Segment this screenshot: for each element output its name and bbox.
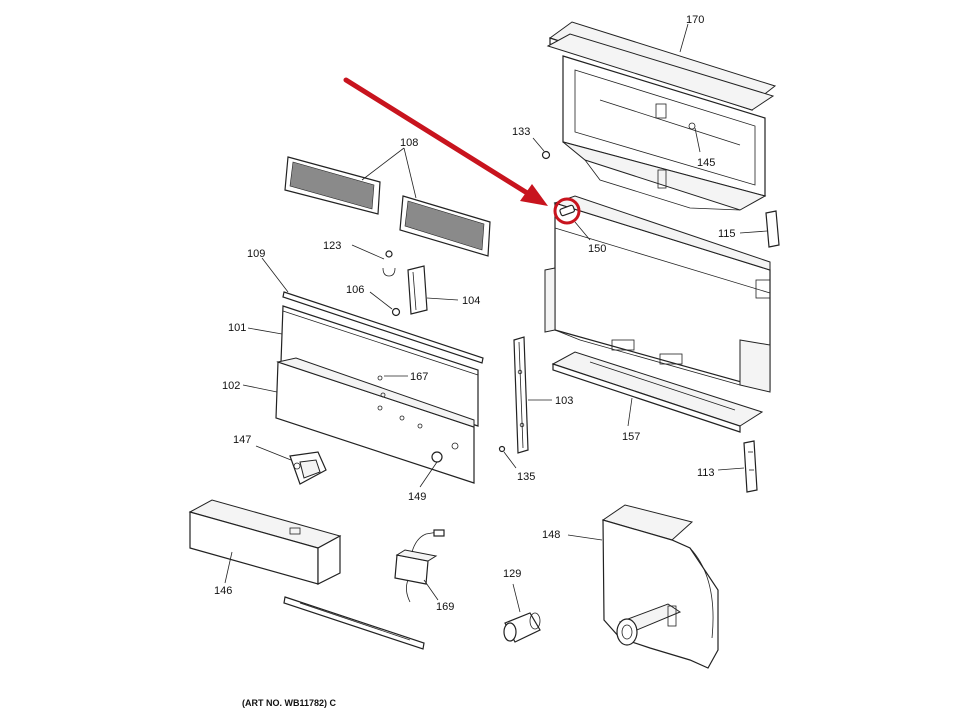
highlight-circle [553,197,581,225]
part-150-latch[interactable] [559,204,575,217]
part-109-strip[interactable] [282,291,484,364]
part-170-top-rail[interactable] [546,21,777,111]
part-150-main-chamber[interactable] [544,195,771,393]
callout-135: 135 [517,471,535,483]
part-102-lower-panel[interactable] [275,357,475,484]
callout-104: 104 [462,295,480,307]
part-104-bracket[interactable] [407,265,428,315]
part-108-filter-left[interactable] [284,156,381,215]
part-106-screw[interactable] [391,307,401,317]
part-169-capacitor[interactable] [394,529,445,603]
callout-147: 147 [233,434,251,446]
callout-113: 113 [697,467,715,479]
callout-108: 108 [400,137,418,149]
part-147-switch[interactable] [289,451,327,485]
callout-109: 109 [247,248,265,260]
part-146-duct[interactable] [188,499,342,585]
callout-145: 145 [697,157,715,169]
part-108-filter-right[interactable] [399,195,491,257]
part-101-upper-panel[interactable] [280,305,479,427]
callout-170: 170 [686,14,704,26]
art-number-caption: (ART NO. WB11782) C [242,698,337,708]
part-135-screw[interactable] [498,445,506,453]
part-133-screw[interactable] [541,150,551,160]
callout-169: 169 [436,601,454,613]
part-bottom-strip[interactable] [283,596,425,650]
part-129-cylinder[interactable] [503,612,541,643]
callout-102: 102 [222,380,240,392]
callout-123: 123 [323,240,341,252]
callout-150: 150 [588,243,606,255]
part-157-bottom-tray[interactable] [551,351,764,433]
part-103-channel[interactable] [513,336,529,454]
part-113-bracket[interactable] [743,440,758,493]
callout-167: 167 [410,371,428,383]
part-145-duct-housing[interactable] [562,55,767,211]
callout-157: 157 [622,431,640,443]
part-123-clip[interactable] [382,250,396,277]
part-115-bracket[interactable] [765,210,780,248]
callout-103: 103 [555,395,573,407]
callout-106: 106 [346,284,364,296]
part-148-blower[interactable] [601,504,719,669]
highlight-arrow [343,77,535,199]
highlight-arrowhead [520,184,548,206]
callout-149: 149 [408,491,426,503]
part-149-knob[interactable] [431,451,443,463]
callout-146: 146 [214,585,232,597]
callout-101: 101 [228,322,246,334]
callout-148: 148 [542,529,560,541]
highlight-annotation [343,77,581,225]
callout-133: 133 [512,126,530,138]
callout-115: 115 [718,228,736,240]
callout-129: 129 [503,568,521,580]
